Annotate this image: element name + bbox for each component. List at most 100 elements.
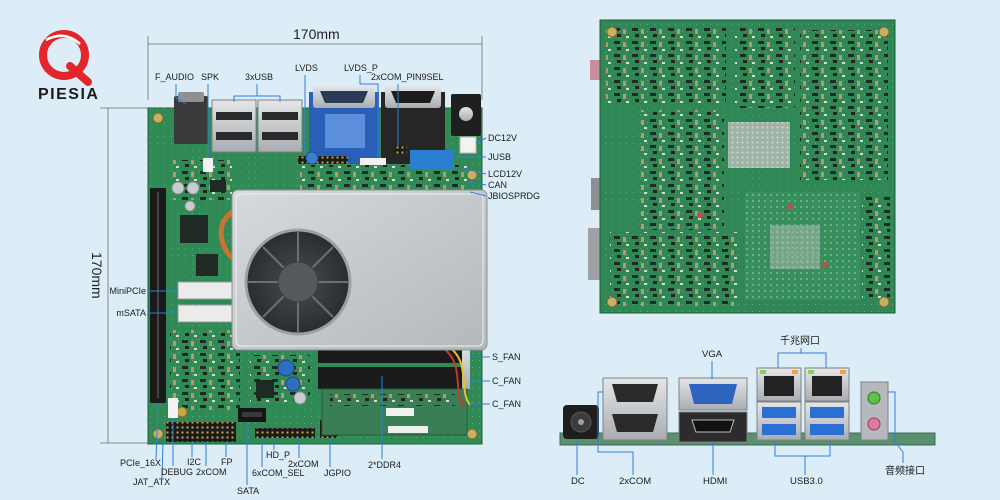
hdmi-port-socket — [691, 419, 735, 433]
mounting-hole — [152, 112, 164, 124]
fan-hub — [277, 261, 319, 303]
rj45-opening — [764, 376, 794, 396]
leader-dc12v — [475, 137, 487, 144]
label-dc: DC — [571, 476, 585, 487]
label-sata: SATA — [237, 486, 259, 496]
dim-height-text: 170mm — [89, 252, 105, 299]
sata-connector-inner — [242, 412, 262, 417]
smd-area — [170, 330, 240, 410]
logo-mark-tail — [66, 62, 92, 86]
dc-jack-pin — [578, 419, 584, 425]
leader-f-audio — [175, 84, 187, 105]
vga-connector-face — [325, 114, 365, 148]
pin-header-row — [255, 428, 315, 438]
capacitor — [305, 151, 319, 165]
capacitor — [285, 376, 301, 392]
ic-chip — [256, 380, 274, 398]
back-side-connector — [588, 228, 602, 280]
lvds-power-header — [360, 158, 386, 165]
label-i2c: I2C — [187, 457, 202, 467]
smd-area — [640, 110, 724, 230]
capacitor — [171, 181, 185, 195]
serial-connector-socket — [391, 91, 435, 103]
mounting-hole — [466, 428, 478, 440]
vga-connector-socket — [320, 91, 368, 103]
ddr4-module-chips — [330, 394, 455, 406]
label-jat-atx: JAT_ATX — [133, 477, 170, 487]
leader-gigabit-lan — [801, 352, 827, 368]
capacitor — [176, 406, 188, 418]
label-fp: FP — [221, 457, 233, 467]
smd-area — [862, 196, 890, 300]
pin-header-row — [166, 432, 236, 442]
bga-area — [728, 122, 790, 168]
front-callouts: F_AUDIO SPK 3xUSB LVDS LVDS_P 2xCOM_PIN9… — [109, 63, 540, 496]
label-can: CAN — [488, 180, 507, 190]
heatsink-edge — [235, 193, 484, 347]
rj45-opening — [812, 376, 842, 396]
leader-lvds-p — [359, 75, 379, 158]
label-spk: SPK — [201, 72, 219, 82]
vga-port-socket — [689, 384, 737, 404]
label-minipcie: MiniPCIe — [109, 286, 146, 296]
rj45-led — [808, 370, 814, 374]
usb3-port — [762, 424, 796, 435]
audio-jack-stack — [174, 96, 208, 144]
label-gigabit-lan: 千兆网口 — [780, 335, 820, 347]
label-lvds-p: LVDS_P — [344, 63, 378, 73]
label-2xcom-a: 2xCOM — [196, 467, 227, 477]
jusb-header — [410, 150, 454, 170]
dimension-height: 170mm — [89, 107, 148, 444]
leader-pcie-16x — [155, 402, 159, 461]
solder-point — [697, 212, 703, 218]
label-2xcom-b: 2xCOM — [288, 459, 319, 469]
leader-2xcom-io — [597, 391, 634, 475]
leader-can — [467, 181, 487, 186]
debug-header — [168, 398, 178, 418]
label-2xcom-io: 2xCOM — [619, 476, 651, 487]
leader-usb3 — [774, 441, 831, 457]
leader-3xusb — [233, 84, 258, 102]
io-callouts: VGA 千兆网口 DC 2xCOM HDMI USB3.0 音频接口 — [571, 335, 925, 487]
capacitor — [186, 181, 200, 195]
mounting-hole — [878, 296, 890, 308]
dim-width-text: 170mm — [293, 26, 340, 42]
fan-blades — [248, 232, 348, 332]
brand-name: PIESIA — [38, 86, 99, 103]
ddr4-module-label — [386, 408, 414, 416]
usb-port — [262, 132, 298, 140]
msata-slot — [177, 304, 241, 323]
logo-mark-ring — [39, 30, 89, 80]
leader-3xusb — [257, 95, 281, 102]
rj45-led — [760, 370, 766, 374]
dc12v-header — [459, 136, 477, 154]
smd-area — [800, 30, 888, 180]
ic-chip — [180, 215, 208, 243]
bga-area — [770, 225, 820, 269]
label-lcd12v: LCD12V — [488, 169, 522, 179]
label-vga: VGA — [702, 349, 723, 360]
usb3-port — [762, 407, 796, 418]
label-jusb: JUSB — [488, 152, 511, 162]
back-side-connector — [590, 60, 602, 80]
ic-chip — [196, 254, 218, 276]
leader-lcd12v — [461, 167, 487, 175]
label-dc12v: DC12V — [488, 133, 517, 143]
ddr4-module-label — [388, 426, 428, 433]
leader-jbiosprdg — [469, 191, 487, 197]
label-f-audio: F_AUDIO — [155, 72, 194, 82]
fan-wire — [441, 346, 465, 408]
fan-blade — [262, 246, 285, 269]
label-jgpio: JGPIO — [324, 468, 351, 478]
audio-jack-block — [860, 381, 889, 441]
label-lvds: LVDS — [295, 63, 318, 73]
fan-blade — [311, 246, 334, 269]
label-jbiosprdg: JBIOSPRDG — [488, 191, 540, 201]
lvds-header — [298, 156, 348, 164]
label-debug: DEBUG — [161, 467, 193, 477]
label-2ddr4: 2*DDR4 — [368, 460, 401, 470]
label-3xusb: 3xUSB — [245, 72, 273, 82]
rj45-led — [792, 370, 798, 374]
ddr4-slot-clip — [462, 343, 470, 389]
brand-logo: PIESIA — [38, 30, 99, 103]
